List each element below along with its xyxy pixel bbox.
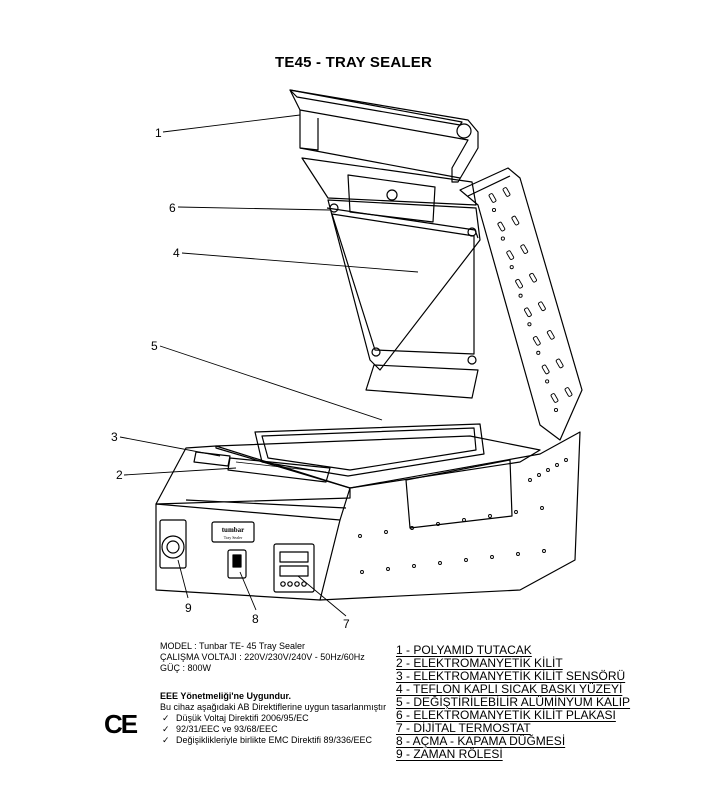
tray-sealer-drawing: 1 6 4 5 3 2 9 8 7 tumbar Tray Sealer bbox=[111, 89, 583, 631]
specifications: MODEL : Tunbar TE- 45 Tray Sealer ÇALIŞM… bbox=[160, 641, 365, 674]
perforation-hole bbox=[515, 278, 523, 289]
legend-item: 8 - AÇMA - KAPAMA DÜĞMESİ bbox=[396, 734, 566, 748]
perforation-hole bbox=[506, 250, 515, 260]
perforation-hole bbox=[564, 387, 573, 397]
legend-item: 5 - DEĞİŞTİRİLEBİLİR ALÜMİNYUM KALIP bbox=[396, 695, 631, 709]
base-body bbox=[155, 423, 581, 601]
eee-heading: EEE Yönetmeliği'ne Uygundur. bbox=[160, 691, 291, 701]
callout-3: 3 bbox=[111, 430, 118, 444]
screw-hole bbox=[436, 522, 440, 526]
screw-hole bbox=[412, 564, 416, 568]
thermostat-button bbox=[287, 581, 293, 587]
screw-hole bbox=[555, 463, 559, 467]
directive-item: ✓Düşük Voltaj Direktifi 2006/95/EC bbox=[162, 713, 309, 723]
eee-intro: Bu cihaz aşağıdaki AB Direktiflerine uyg… bbox=[160, 702, 387, 712]
screw-hole bbox=[516, 552, 520, 556]
screw-hole bbox=[527, 322, 532, 327]
thermostat-button bbox=[294, 581, 300, 587]
side-arm-holes bbox=[488, 187, 573, 413]
perforation-hole bbox=[550, 393, 559, 403]
screw-hole bbox=[384, 530, 388, 534]
perforation-hole bbox=[546, 330, 555, 340]
perforation-hole bbox=[555, 358, 564, 369]
screw-hole bbox=[528, 478, 532, 482]
screw-hole bbox=[536, 350, 541, 355]
legend-item: 4 - TEFLON KAPLI SICAK BASKI YÜZEYİ bbox=[396, 682, 623, 696]
digital-thermostat bbox=[273, 543, 315, 593]
parts-legend: 1 - POLYAMID TUTACAK 2 - ELEKTROMANYETİK… bbox=[396, 644, 630, 761]
screw-hole bbox=[542, 549, 546, 553]
legend-item: 1 - POLYAMID TUTACAK bbox=[396, 643, 532, 657]
screw-hole bbox=[360, 570, 364, 574]
lid bbox=[301, 157, 481, 399]
thermostat-button bbox=[301, 581, 307, 587]
callout-2: 2 bbox=[116, 468, 123, 482]
screw-hole bbox=[462, 518, 466, 522]
spec-model: MODEL : Tunbar TE- 45 Tray Sealer bbox=[160, 641, 306, 651]
page-title: TE45 - TRAY SEALER bbox=[275, 54, 432, 71]
time-relay bbox=[159, 519, 187, 569]
screw-hole bbox=[410, 526, 414, 530]
legend-item: 6 - ELEKTROMANYETİK KİLİT PLAKASI bbox=[396, 708, 616, 722]
callout-9: 9 bbox=[185, 601, 192, 615]
screw-hole bbox=[564, 458, 568, 462]
perforation-hole bbox=[511, 215, 520, 226]
perforation-hole bbox=[502, 187, 511, 197]
screw-hole bbox=[545, 379, 550, 384]
perforation-hole bbox=[529, 272, 537, 283]
callout-6: 6 bbox=[169, 201, 176, 215]
side-arm bbox=[459, 167, 583, 441]
perforation-hole bbox=[538, 301, 546, 312]
perforation-hole bbox=[524, 307, 532, 318]
callout-7: 7 bbox=[343, 617, 350, 631]
callout-8: 8 bbox=[252, 612, 259, 626]
spec-power: GÜÇ : 800W bbox=[160, 663, 212, 673]
perforation-hole bbox=[541, 364, 550, 375]
on-off-switch bbox=[227, 549, 247, 579]
check-icon: ✓ bbox=[162, 735, 170, 745]
screw-hole bbox=[490, 555, 494, 559]
legend-item: 7 - DİJİTAL TERMOSTAT bbox=[396, 721, 531, 735]
screw-hole bbox=[540, 506, 544, 510]
perforation-hole bbox=[532, 336, 541, 346]
screw-hole bbox=[438, 561, 442, 565]
screw-hole bbox=[518, 293, 523, 298]
screw-hole bbox=[464, 558, 468, 562]
directive-list: ✓Düşük Voltaj Direktifi 2006/95/EC ✓92/3… bbox=[160, 713, 386, 746]
screw-hole bbox=[546, 468, 550, 472]
screw-hole bbox=[358, 534, 362, 538]
directive-item: ✓Değişiklikleriyle birlikte EMC Direktif… bbox=[162, 735, 373, 745]
badge-plate bbox=[211, 521, 255, 543]
screw-hole bbox=[553, 407, 559, 413]
screw-hole bbox=[500, 236, 505, 241]
callout-5: 5 bbox=[151, 339, 158, 353]
thermostat-button bbox=[280, 581, 286, 587]
directive-item: ✓92/31/EEC ve 93/68/EEC bbox=[162, 724, 278, 734]
callout-1: 1 bbox=[155, 126, 162, 140]
leader-lines bbox=[119, 114, 419, 617]
spec-voltage: ÇALIŞMA VOLTAJI : 220V/230V/240V - 50Hz/… bbox=[160, 652, 365, 662]
ce-mark: CE bbox=[104, 709, 138, 739]
legend-item: 9 - ZAMAN RÖLESİ bbox=[396, 747, 503, 761]
screw-hole bbox=[537, 473, 541, 477]
legend-item: 3 - ELEKTROMANYETİK KİLİT SENSÖRÜ bbox=[396, 669, 626, 683]
screw-hole bbox=[514, 510, 518, 514]
badge-model: Tray Sealer bbox=[224, 535, 243, 540]
perforation-hole bbox=[488, 193, 497, 203]
screw-hole bbox=[488, 514, 492, 518]
screw-hole bbox=[491, 207, 497, 213]
perforation-hole bbox=[520, 244, 529, 254]
eee-compliance: EEE Yönetmeliği'ne Uygundur. Bu cihaz aş… bbox=[160, 691, 386, 746]
callout-numbers: 1 6 4 5 3 2 9 8 7 bbox=[111, 126, 350, 631]
screw-hole bbox=[509, 265, 514, 270]
badge-brand: tumbar bbox=[222, 526, 245, 534]
check-icon: ✓ bbox=[162, 713, 170, 723]
callout-4: 4 bbox=[173, 246, 180, 260]
check-icon: ✓ bbox=[162, 724, 170, 734]
base-holes bbox=[358, 458, 568, 574]
legend-item: 2 - ELEKTROMANYETİK KİLİT bbox=[396, 656, 563, 670]
handle bbox=[289, 89, 479, 183]
screw-hole bbox=[386, 567, 390, 571]
perforation-hole bbox=[497, 221, 506, 232]
